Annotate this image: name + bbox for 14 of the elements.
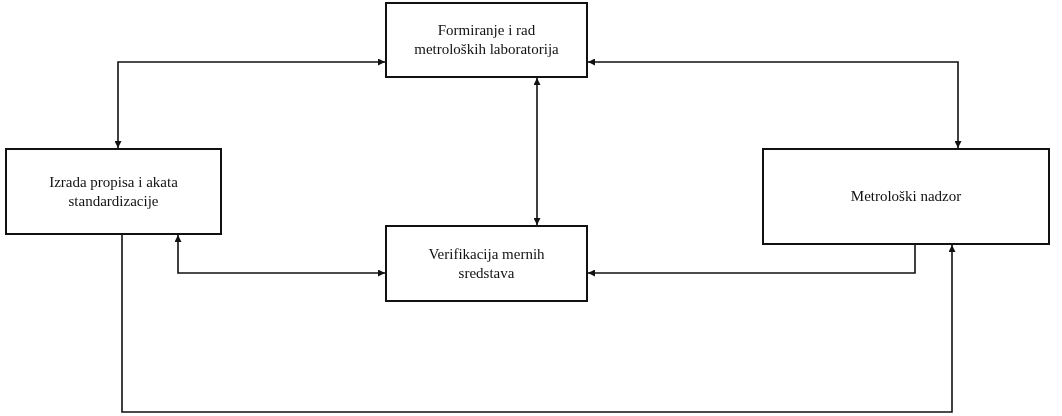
box-label: Izrada propisa i akata standardizacije (48, 172, 179, 211)
arrow (533, 77, 541, 226)
process-box (762, 148, 1050, 245)
box-label: Formiranje i rad metroloških laboratorija (413, 21, 560, 59)
process-box (385, 225, 588, 302)
process-box (385, 2, 588, 78)
box-label: Metrološki nadzor (850, 187, 962, 206)
arrow (121, 234, 956, 413)
process-box (5, 148, 222, 235)
arrow (587, 244, 916, 277)
arrow (174, 234, 386, 277)
arrow (587, 58, 962, 149)
arrow (114, 58, 386, 149)
box-label: Verifikacija mernih sredstava (427, 244, 546, 283)
